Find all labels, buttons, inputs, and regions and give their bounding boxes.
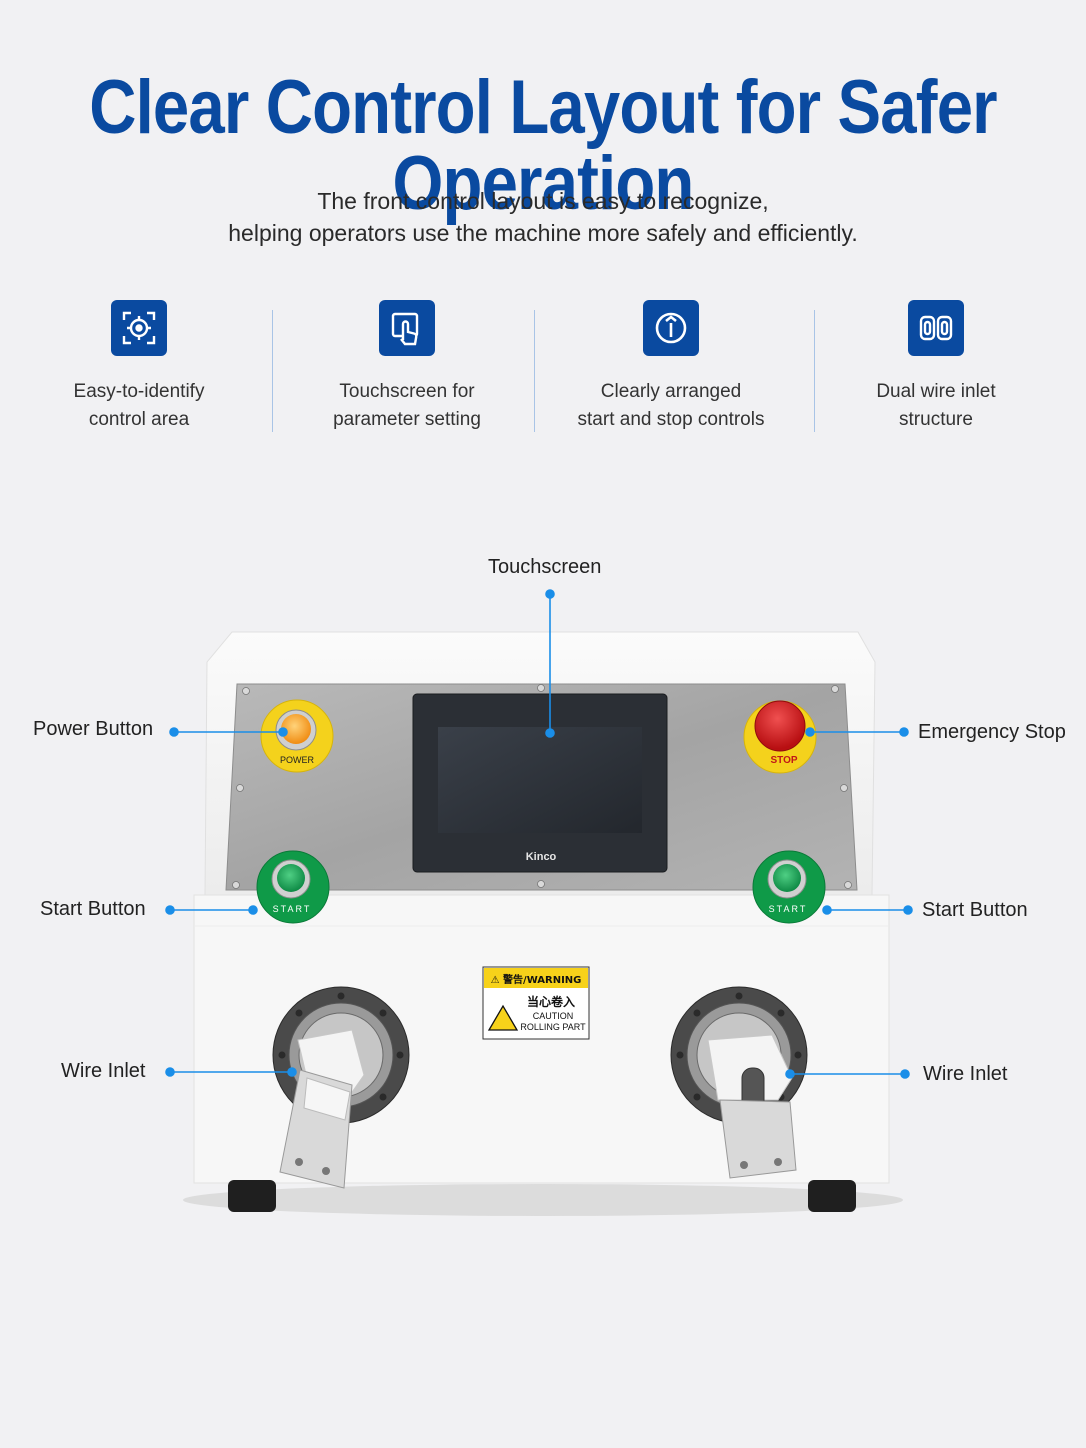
page-subtitle: The front control layout is easy to reco… (0, 185, 1086, 249)
start-button-left[interactable] (277, 864, 305, 892)
feature-label: Touchscreen for parameter setting (333, 381, 481, 430)
dual-inlet-icon (908, 300, 964, 356)
machine-foot-left (228, 1180, 276, 1212)
callout-power-button: Power Button (33, 718, 154, 740)
callout-lines (165, 589, 913, 1079)
start-button-right[interactable] (773, 864, 801, 892)
warning-en-2: ROLLING PART (520, 1022, 586, 1032)
callout-wire-inlet-right: Wire Inlet (923, 1063, 1008, 1085)
feature-touchscreen: Touchscreen for parameter setting (287, 300, 527, 434)
feature-start-stop: Clearly arranged start and stop controls (551, 300, 791, 434)
start-right-label: START (769, 904, 808, 914)
warning-header: ⚠ 警告/WARNING (491, 973, 582, 986)
callout-touchscreen: Touchscreen (488, 556, 602, 578)
touch-screen-icon (379, 300, 435, 356)
target-scan-icon (111, 300, 167, 356)
start-stop-dial-icon (643, 300, 699, 356)
feature-label: Easy-to-identify control area (73, 381, 205, 430)
feature-dual-inlet: Dual wire inlet structure (816, 300, 1056, 434)
subtitle-line-2: helping operators use the machine more s… (228, 220, 858, 246)
panel-screws (232, 684, 852, 889)
emergency-stop-button[interactable] (754, 700, 806, 752)
feature-divider (814, 310, 815, 432)
feature-label: Dual wire inlet structure (876, 381, 996, 430)
feature-divider (272, 310, 273, 432)
callout-start-left: Start Button (40, 898, 146, 920)
floor-shadow (183, 1184, 903, 1216)
warning-en-1: CAUTION (533, 1011, 574, 1021)
subtitle-line-1: The front control layout is easy to reco… (317, 188, 769, 214)
wire-inlet-right[interactable] (670, 986, 808, 1179)
warning-cn: 当心卷入 (527, 994, 575, 1009)
touchscreen-display[interactable] (438, 727, 642, 833)
start-left-label: START (273, 904, 312, 914)
feature-divider (534, 310, 535, 432)
stop-ring-label: STOP (770, 755, 797, 766)
callout-emergency-stop: Emergency Stop (918, 721, 1066, 743)
callout-start-right: Start Button (922, 899, 1028, 921)
wire-inlet-left[interactable] (272, 986, 410, 1189)
power-button[interactable] (281, 714, 311, 744)
feature-row: Easy-to-identify control area Touchscree… (0, 300, 1086, 440)
warning-triangle-icon (487, 1004, 519, 1031)
feature-label: Clearly arranged start and stop controls (577, 381, 765, 430)
machine-foot-right (808, 1180, 856, 1212)
callout-wire-inlet-left: Wire Inlet (61, 1060, 146, 1082)
warning-header-band (484, 968, 588, 988)
page-title: Clear Control Layout for Safer Operation (89, 65, 997, 226)
screen-brand: Kinco (526, 851, 557, 863)
feature-control-area: Easy-to-identify control area (19, 300, 259, 434)
power-ring-label: POWER (280, 755, 315, 765)
